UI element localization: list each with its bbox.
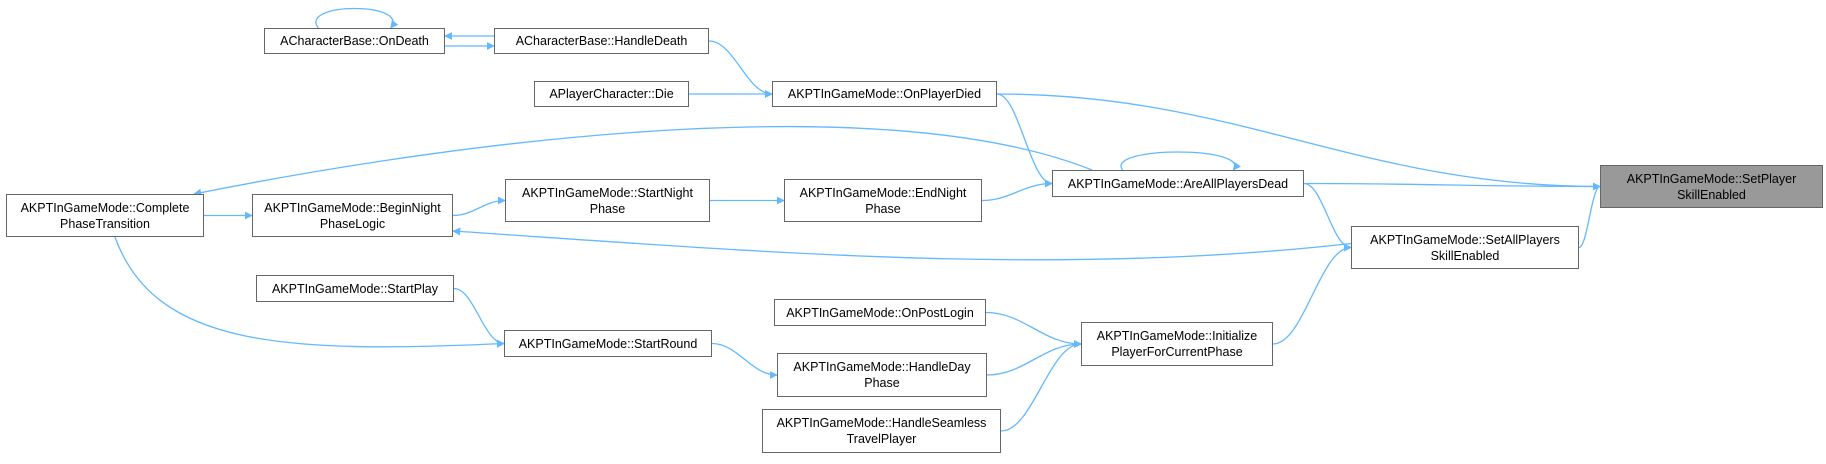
node-startround[interactable]: AKPTInGameMode::StartRound <box>504 330 712 357</box>
edge-on-post-login-to-init-player <box>985 311 1082 348</box>
edge-complete-phase-to-start-round <box>114 236 505 348</box>
node-acharacterbase-ondeath[interactable]: ACharacterBase::OnDeath <box>264 28 445 54</box>
node-setallplayersskillenabled[interactable]: AKPTInGameMode::SetAllPlayers SkillEnabl… <box>1351 226 1579 269</box>
node-aplayercharacter-die[interactable]: APlayerCharacter::Die <box>534 81 689 107</box>
edge-handle-death-to-on-player-died <box>708 40 773 98</box>
edge-are-all-dead-to-are-all-dead <box>1120 151 1241 171</box>
edge-are-all-dead-to-complete-phase <box>193 125 1093 197</box>
node-acharacterbase-handledeath[interactable]: ACharacterBase::HandleDeath <box>494 28 709 54</box>
node-completephasetransition[interactable]: AKPTInGameMode::Complete PhaseTransition <box>6 194 204 237</box>
node-startplay[interactable]: AKPTInGameMode::StartPlay <box>256 275 454 302</box>
edge-handle-seamless-to-init-player <box>1000 340 1082 432</box>
node-onplayerdied[interactable]: AKPTInGameMode::OnPlayerDied <box>772 81 997 107</box>
edge-on-death-to-on-death <box>315 7 399 29</box>
edge-set-all-skill-to-begin-night <box>452 227 1352 261</box>
edge-on-player-died-to-set-player-skill <box>996 93 1601 191</box>
node-beginnightphaselogic[interactable]: AKPTInGameMode::BeginNight PhaseLogic <box>252 194 453 237</box>
edge-start-play-to-start-round <box>453 287 505 348</box>
node-setplayerskillenabled[interactable]: AKPTInGameMode::SetPlayer SkillEnabled <box>1600 165 1823 208</box>
edge-are-all-dead-to-set-all-skill <box>1303 182 1352 252</box>
node-handledayphase[interactable]: AKPTInGameMode::HandleDay Phase <box>777 353 987 397</box>
node-areallplayersdead[interactable]: AKPTInGameMode::AreAllPlayersDead <box>1052 170 1304 197</box>
node-initializeplayerforcurrentphase[interactable]: AKPTInGameMode::Initialize PlayerForCurr… <box>1081 322 1273 366</box>
node-startnightphase[interactable]: AKPTInGameMode::StartNight Phase <box>505 179 710 222</box>
edge-init-player-to-set-all-skill <box>1272 243 1352 345</box>
node-onpostlogin[interactable]: AKPTInGameMode::OnPostLogin <box>774 299 986 326</box>
edge-set-all-skill-to-set-player-skill <box>1578 182 1601 249</box>
edge-start-round-to-handle-day <box>711 342 778 379</box>
edge-are-all-dead-to-set-player-skill <box>1303 182 1601 191</box>
node-endnightphase[interactable]: AKPTInGameMode::EndNight Phase <box>784 179 982 222</box>
edge-handle-day-to-init-player <box>986 340 1082 376</box>
edge-begin-night-to-start-night <box>452 196 506 217</box>
edge-on-player-died-to-are-all-dead <box>996 93 1053 188</box>
edge-end-night-to-are-all-dead <box>981 179 1053 202</box>
node-handleseamlesstravelplayer[interactable]: AKPTInGameMode::HandleSeamless TravelPla… <box>762 409 1001 453</box>
